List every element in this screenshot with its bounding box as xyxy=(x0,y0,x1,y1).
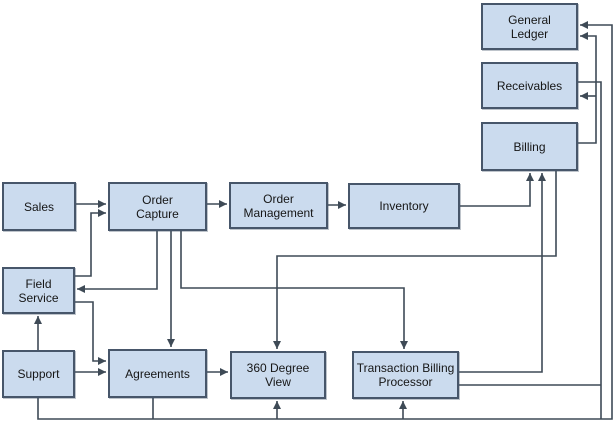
node-360-degree-view: 360 Degree View xyxy=(230,351,326,399)
node-inventory-label: Inventory xyxy=(379,199,429,213)
node-general-ledger: General Ledger xyxy=(481,3,578,50)
edge-field-service-to-order-capture xyxy=(75,209,106,277)
node-transaction-billing-processor-label: Transaction Billing Processor xyxy=(356,361,455,389)
node-order-capture-label: Order Capture xyxy=(136,192,179,221)
node-360-degree-view-label: 360 Degree View xyxy=(246,361,310,389)
node-field-service: Field Service xyxy=(2,267,75,314)
node-inventory: Inventory xyxy=(348,183,460,229)
edge-inventory-to-billing xyxy=(460,173,534,207)
node-field-service-label: Field Service xyxy=(18,276,59,305)
edge-order-capture-to-tbp xyxy=(180,231,408,349)
node-transaction-billing-processor: Transaction Billing Processor xyxy=(352,351,459,399)
node-support-label: Support xyxy=(17,367,60,381)
edge-billing-to-360-view xyxy=(273,171,557,349)
node-agreements: Agreements xyxy=(108,349,207,398)
node-order-capture: Order Capture xyxy=(108,182,207,231)
node-order-management-label: Order Management xyxy=(243,191,314,220)
edge-order-capture-to-field-service xyxy=(77,231,158,293)
node-receivables-label: Receivables xyxy=(496,78,563,93)
node-order-management: Order Management xyxy=(229,182,328,229)
node-sales-label: Sales xyxy=(23,199,55,214)
node-support: Support xyxy=(2,350,75,398)
node-general-ledger-label: General Ledger xyxy=(508,12,551,41)
node-receivables: Receivables xyxy=(481,62,578,109)
edge-field-service-to-agreements xyxy=(75,301,106,365)
edge-billing-to-general-ledger xyxy=(578,32,597,144)
edge-bottom-bus-to-general-ledger xyxy=(37,21,613,420)
edge-tbp-to-billing xyxy=(459,173,546,373)
node-billing: Billing xyxy=(481,122,578,171)
node-sales: Sales xyxy=(2,182,76,231)
node-billing-label: Billing xyxy=(513,139,546,154)
edge-receivables-to-bottom-bus xyxy=(578,81,602,419)
node-agreements-label: Agreements xyxy=(125,366,190,381)
